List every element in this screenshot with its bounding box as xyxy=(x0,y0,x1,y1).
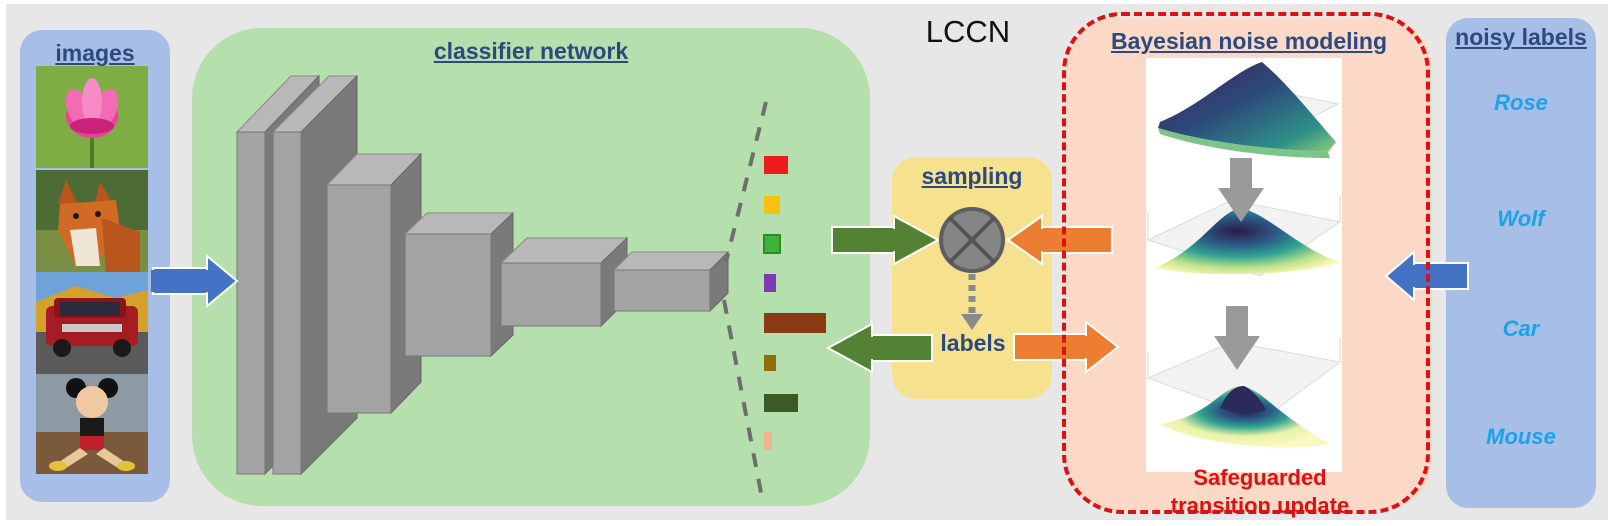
noisy-label-rose: Rose xyxy=(1494,90,1548,115)
noisy-labels-panel: noisy labels xyxy=(1446,18,1596,508)
safeguarded-transition-update-text: Safeguarded transition update xyxy=(1130,464,1390,520)
fox-photo xyxy=(36,170,148,272)
images-panel: images xyxy=(20,30,170,502)
arrow-labels-to-classifier-icon xyxy=(825,322,933,374)
car-photo xyxy=(36,272,148,374)
sampling-title: sampling xyxy=(921,163,1023,189)
arrow-labels-to-bayes-icon xyxy=(1013,319,1120,375)
noisy-label-car: Car xyxy=(1502,316,1540,341)
output-bar-4 xyxy=(764,274,776,292)
lotus-photo xyxy=(36,66,148,168)
safeguard-dashed-border xyxy=(1062,12,1430,514)
noisy-labels-title: noisy labels xyxy=(1455,24,1587,50)
output-bar-3 xyxy=(763,234,781,254)
surface-plot-2 xyxy=(1146,196,1342,277)
arrow-bayes-to-sampling-icon xyxy=(1006,214,1113,266)
down-arrow-2-icon xyxy=(1214,306,1260,370)
diagram-title: LCCN xyxy=(925,14,1011,49)
arrow-images-to-classifier-icon xyxy=(151,253,239,309)
safeguard-line-1: Safeguarded xyxy=(1193,465,1327,490)
labels-text: labels xyxy=(940,330,1006,356)
down-arrow-1-icon xyxy=(1218,158,1264,222)
output-bar-6 xyxy=(764,355,776,371)
dotted-down-arrow-icon xyxy=(961,274,983,330)
output-dash-upper xyxy=(724,101,768,263)
output-bar-2 xyxy=(764,196,780,214)
arrow-noisy-labels-to-bayes-icon xyxy=(1384,249,1469,303)
output-bar-1 xyxy=(764,156,788,174)
noisy-label-wolf: Wolf xyxy=(1497,206,1545,231)
safeguard-line-2: transition update xyxy=(1170,493,1350,518)
multiply-icon xyxy=(939,207,1005,273)
output-dash-lower xyxy=(722,299,764,499)
surface-plot-3 xyxy=(1146,338,1342,448)
surface-plot-1 xyxy=(1158,62,1340,158)
arrow-classifier-to-sampling-icon xyxy=(831,214,941,266)
bayesian-noise-modeling-title: Bayesian noise modeling xyxy=(1110,28,1388,54)
output-bar-5 xyxy=(764,313,826,333)
classifier-network-title: classifier network xyxy=(433,38,629,64)
cnn-layer-6 xyxy=(612,250,730,313)
noisy-label-mouse: Mouse xyxy=(1486,424,1556,449)
images-panel-title: images xyxy=(55,40,135,66)
output-bar-8 xyxy=(764,432,772,450)
output-bar-7 xyxy=(764,394,798,412)
doll-photo xyxy=(36,374,148,474)
